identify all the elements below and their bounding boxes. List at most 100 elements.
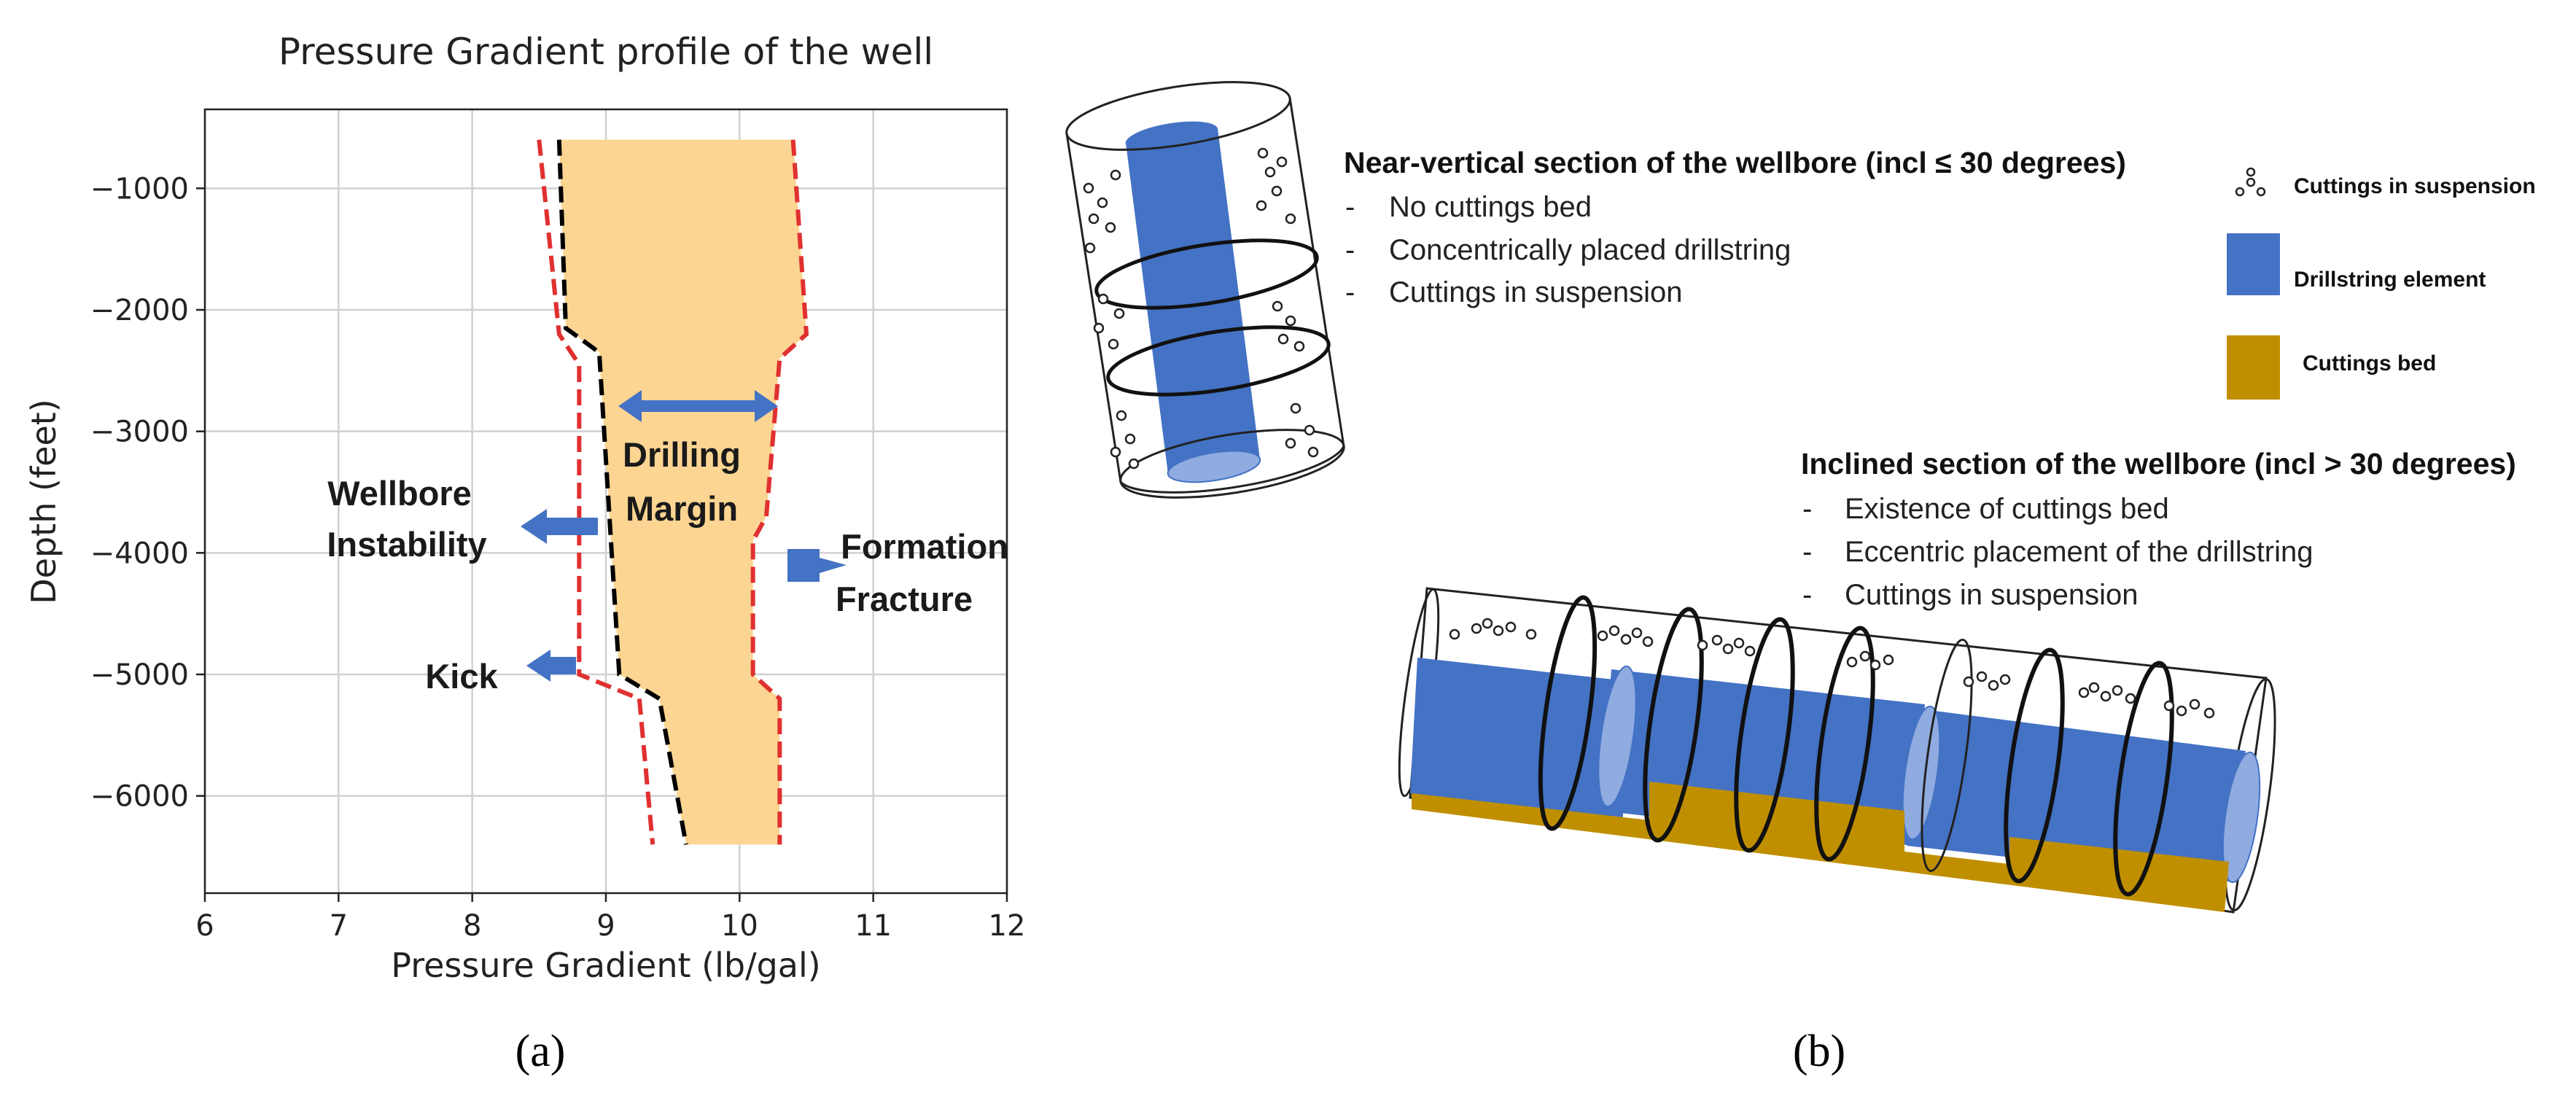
chart-title: Pressure Gradient profile of the well [279, 31, 933, 73]
wellbore-instability-label-1: Wellbore [327, 474, 472, 513]
cutting-particle [1285, 437, 1296, 449]
kick-label: Kick [425, 657, 498, 696]
cutting-particle [1116, 410, 1127, 421]
cutting-particle [1846, 656, 1858, 668]
cutting-particle [1113, 308, 1125, 319]
formation-fracture-label-1: Formation [841, 527, 1008, 566]
list-item: Cuttings in suspension [1845, 579, 2138, 611]
cutting-particle [2189, 698, 2201, 710]
cuttings-in-suspension [1449, 618, 2215, 719]
near-vertical-list: - No cuttings bed - Concentrically place… [1345, 191, 1791, 308]
cutting-particle [2176, 705, 2187, 717]
cutting-particle [2203, 707, 2215, 719]
cutting-particle [1307, 446, 1319, 458]
list-item: No cuttings bed [1389, 191, 1592, 223]
cutting-particle [1883, 654, 1894, 666]
chart-annotations: Drilling Margin Wellbore Instability For… [327, 435, 1008, 696]
bullet: - [1345, 191, 1355, 223]
inclined-list: - Existence of cuttings bed - Eccentric … [1802, 493, 2314, 611]
bullet: - [1802, 493, 1812, 525]
cutting-particle [1285, 315, 1296, 327]
cutting-particle [1293, 340, 1305, 352]
bullet: - [1345, 276, 1355, 308]
cutting-particle [1505, 621, 1517, 633]
x-tick-label: 6 [195, 909, 214, 943]
bullet: - [1802, 579, 1812, 611]
cutting-particle [1264, 166, 1276, 178]
cutting-particle [1093, 322, 1105, 334]
cuttings-icon [2235, 167, 2266, 197]
cutting-particle [2125, 693, 2136, 704]
y-tick-label: −1000 [90, 172, 189, 206]
legend-label-cuttings-bed: Cuttings bed [2303, 351, 2436, 375]
cutting-particle [2163, 700, 2175, 712]
cutting-particle [1608, 625, 1620, 636]
panel-label-a: (a) [515, 1027, 566, 1076]
x-tick-label: 12 [989, 909, 1026, 943]
y-tick-label: −2000 [90, 294, 189, 327]
cutting-particle [2100, 690, 2112, 702]
y-tick-label: −4000 [90, 537, 189, 570]
panel-label-b: (b) [1793, 1027, 1845, 1076]
x-tick-label: 10 [721, 909, 758, 943]
cutting-particle [1449, 628, 1460, 640]
cutting-particle [1128, 458, 1140, 470]
cutting-particle [1097, 293, 1109, 305]
list-item: Existence of cuttings bed [1845, 493, 2169, 525]
cutting-particle [1722, 643, 1734, 655]
cutting-particle [1257, 147, 1269, 159]
y-tick-label: −5000 [90, 658, 189, 692]
x-tick-label: 7 [330, 909, 348, 943]
annotation-arrows [521, 390, 847, 682]
cutting-particle [1084, 242, 1096, 254]
x-tick-label: 11 [855, 909, 892, 943]
bullet: - [1345, 234, 1355, 266]
cutting-particle [1963, 676, 1974, 688]
inclined-heading: Inclined section of the wellbore (incl >… [1801, 447, 2516, 480]
cutting-particle [1271, 185, 1283, 197]
inclined-wellbore-illustration [1398, 587, 2276, 914]
drilling-margin-arrow [618, 390, 778, 422]
cutting-particle [1083, 182, 1094, 194]
cutting-particle [2078, 687, 2090, 698]
y-axis-label: Depth (feet) [24, 399, 63, 604]
near-vertical-wellbore-illustration [1065, 81, 1345, 499]
cutting-particle [1859, 650, 1871, 662]
cutting-particle [1256, 200, 1267, 211]
wellbore-instability-label-2: Instability [327, 525, 486, 564]
wellbore-instability-arrow [521, 509, 598, 544]
cutting-particle [1110, 169, 1121, 181]
bullet: - [1802, 536, 1812, 568]
cutting-particle [1744, 645, 1756, 657]
cutting-particle [1493, 625, 1504, 636]
cutting-particle [1290, 402, 1301, 414]
cutting-particle [1620, 634, 1632, 645]
x-axis-label: Pressure Gradient (lb/gal) [391, 946, 820, 985]
list-item: Concentrically placed drillstring [1389, 234, 1791, 266]
cutting-particle [1108, 338, 1119, 350]
kick-arrow [526, 650, 576, 682]
cutting-particle [1733, 637, 1745, 649]
cutting-particle [2112, 685, 2123, 696]
cutting-particle [1988, 680, 1999, 691]
drillstring-swatch [2227, 233, 2280, 295]
y-tick-label: −3000 [90, 416, 189, 449]
drilling-margin-label-2: Margin [626, 489, 738, 528]
cutting-particle [1869, 659, 1881, 671]
formation-fracture-arrow [787, 549, 847, 582]
x-tick-label: 9 [596, 909, 615, 943]
drilling-margin-label-1: Drilling [623, 435, 741, 474]
cutting-particle [1631, 627, 1643, 639]
series-line-2 [750, 139, 809, 845]
list-item: Eccentric placement of the drillstring [1845, 536, 2314, 568]
cutting-particle [1999, 674, 2011, 685]
cutting-particle [1597, 630, 1608, 642]
near-vertical-heading: Near-vertical section of the wellbore (i… [1344, 146, 2126, 179]
y-ticks: −1000 −2000 −3000 −4000 −5000 −6000 [90, 172, 205, 814]
y-tick-label: −6000 [90, 780, 189, 814]
cutting-particle [1525, 628, 1537, 640]
cuttings-in-suspension [1083, 147, 1319, 470]
cutting-particle [1285, 213, 1296, 225]
